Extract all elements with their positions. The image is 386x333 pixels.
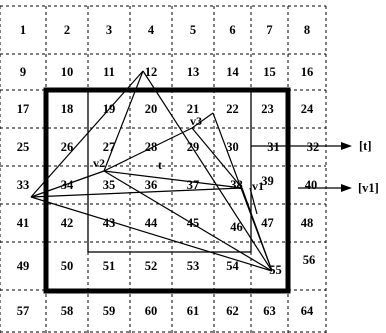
cell-number-19: 19 [103,102,116,116]
triangle-edges [30,70,273,272]
cell-number-43: 43 [103,216,116,230]
cell-number-9: 9 [20,65,26,79]
cell-number-16: 16 [301,65,314,79]
cell-number-37: 37 [187,178,200,192]
cell-number-24: 24 [301,102,314,116]
cell-number-61: 61 [187,304,200,318]
inner-rectangle [87,89,252,253]
arrow-label-t: [t] [359,139,372,153]
cell-number-28: 28 [145,140,158,154]
cell-number-41: 41 [17,216,30,230]
cell-number-22: 22 [226,102,239,116]
vertex-label-v3: v3 [190,114,202,128]
cell-number-13: 13 [187,65,200,79]
cell-number-18: 18 [61,102,74,116]
cell-number-47: 47 [261,216,274,230]
cell-number-42: 42 [61,216,74,230]
vertex-label-v1: v1 [252,179,264,193]
cell-number-4: 4 [148,23,155,37]
cell-number-40: 40 [305,178,318,192]
cell-number-50: 50 [61,259,74,273]
cell-number-56: 56 [303,253,316,267]
cell-number-38: 38 [230,178,243,192]
cell-number-2: 2 [64,23,70,37]
cell-number-45: 45 [187,216,200,230]
cell-number-46: 46 [230,220,243,234]
cell-number-31: 31 [267,140,280,154]
vertex-label-v2: v2 [93,156,105,170]
cell-number-44: 44 [145,216,158,230]
cell-number-64: 64 [301,304,314,318]
cell-number-55: 55 [269,263,282,277]
cell-number-25: 25 [17,140,30,154]
cell-number-26: 26 [61,140,74,154]
cell-number-6: 6 [229,23,235,37]
cell-number-60: 60 [145,304,158,318]
cell-number-62: 62 [226,304,239,318]
cell-number-3: 3 [106,23,112,37]
cell-number-1: 1 [20,23,26,37]
cell-number-14: 14 [226,65,239,79]
cell-number-11: 11 [103,65,115,79]
cell-number-53: 53 [187,259,200,273]
arrow-v1 [298,184,352,192]
arrow-label-v1: [v1] [358,181,379,195]
cell-number-29: 29 [187,140,200,154]
cell-number-7: 7 [266,23,272,37]
cell-number-48: 48 [301,216,314,230]
cell-number-8: 8 [304,23,310,37]
cell-number-52: 52 [145,259,158,273]
cell-number-10: 10 [61,65,74,79]
cell-number-34: 34 [61,178,74,192]
dashed-grid [0,5,327,333]
vertex-label-t: t [158,158,162,172]
cell-number-32: 32 [307,140,320,154]
cell-number-35: 35 [103,178,116,192]
cell-number-30: 30 [226,140,239,154]
cell-number-59: 59 [103,304,116,318]
cell-number-51: 51 [103,259,116,273]
arrow-t [251,142,352,150]
cell-number-17: 17 [17,102,30,116]
cell-number-54: 54 [226,259,239,273]
cell-number-33: 33 [17,178,30,192]
cell-number-27: 27 [103,140,116,154]
cell-number-36: 36 [145,178,158,192]
cell-number-58: 58 [61,304,74,318]
cell-number-12: 12 [145,65,158,79]
cell-number-20: 20 [145,102,158,116]
cell-number-23: 23 [261,102,274,116]
cell-number-63: 63 [263,304,276,318]
cell-number-21: 21 [187,102,200,116]
cell-number-5: 5 [190,23,196,37]
cell-number-57: 57 [17,304,30,318]
cell-number-15: 15 [263,65,276,79]
cell-number-49: 49 [17,259,30,273]
cell-number-39: 39 [261,174,274,188]
